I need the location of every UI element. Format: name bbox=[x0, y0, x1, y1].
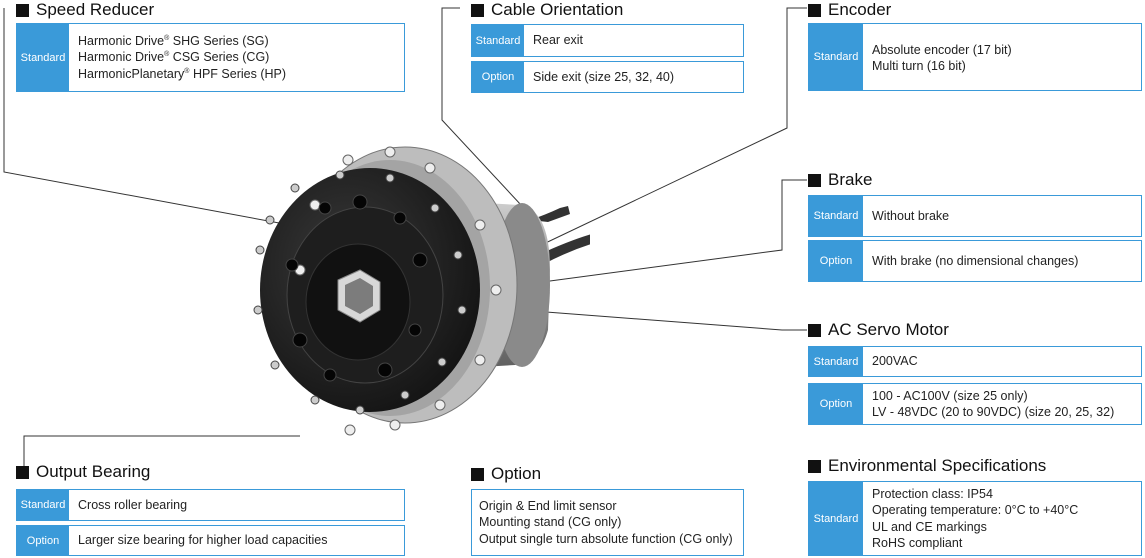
option-lines: Origin & End limit sensor Mounting stand… bbox=[472, 490, 733, 555]
ac-servo-option-line-1: 100 - AC100V (size 25 only) bbox=[872, 388, 1028, 403]
standard-tag: Standard bbox=[809, 347, 863, 376]
heading-square-icon bbox=[808, 459, 821, 473]
output-bearing-heading: Output Bearing bbox=[16, 462, 150, 482]
option-line-3: Output single turn absolute function (CG… bbox=[479, 531, 733, 546]
option-box: Origin & End limit sensor Mounting stand… bbox=[471, 489, 744, 556]
ac-servo-standard-text: 200VAC bbox=[872, 354, 918, 369]
cable-orientation-heading: Cable Orientation bbox=[471, 0, 623, 20]
brake-option-text: With brake (no dimensional changes) bbox=[872, 253, 1079, 268]
encoder-line-2: Multi turn (16 bit) bbox=[872, 59, 966, 73]
option-heading: Option bbox=[471, 464, 541, 484]
output-bearing-option-box: Option Larger size bearing for higher lo… bbox=[16, 525, 405, 556]
output-bearing-title: Output Bearing bbox=[36, 462, 151, 481]
environmental-line-4: RoHS compliant bbox=[872, 536, 963, 550]
heading-square-icon bbox=[808, 173, 821, 187]
cable-standard-box: Standard Rear exit bbox=[471, 24, 744, 57]
speed-reducer-line-3: HarmonicPlanetary® HPF Series (HP) bbox=[78, 66, 287, 81]
output-bearing-standard-text: Cross roller bearing bbox=[78, 497, 188, 512]
speed-reducer-heading: Speed Reducer bbox=[16, 0, 154, 20]
heading-square-icon bbox=[808, 323, 821, 337]
encoder-standard-box: Standard Absolute encoder (17 bit) Multi… bbox=[808, 23, 1142, 91]
brake-option-box: Option With brake (no dimensional change… bbox=[808, 240, 1142, 282]
standard-tag: Standard bbox=[472, 25, 524, 56]
speed-reducer-line-1: Harmonic Drive® SHG Series (SG) bbox=[78, 33, 269, 48]
cable-option-box: Option Side exit (size 25, 32, 40) bbox=[471, 61, 744, 93]
ac-servo-option-box: Option 100 - AC100V (size 25 only) LV - … bbox=[808, 383, 1142, 425]
encoder-lines: Absolute encoder (17 bit) Multi turn (16… bbox=[863, 24, 1012, 90]
environmental-title: Environmental Specifications bbox=[828, 456, 1047, 475]
option-tag: Option bbox=[17, 526, 69, 555]
environmental-line-2: Operating temperature: 0°C to +40°C bbox=[872, 503, 1079, 517]
actuator-illustration bbox=[253, 146, 590, 436]
ac-servo-option-lines: 100 - AC100V (size 25 only) LV - 48VDC (… bbox=[863, 384, 1114, 424]
environmental-line-1: Protection class: IP54 bbox=[872, 486, 993, 501]
encoder-title: Encoder bbox=[828, 0, 892, 19]
standard-tag: Standard bbox=[17, 490, 69, 520]
option-tag: Option bbox=[809, 384, 863, 424]
environmental-lines: Protection class: IP54 Operating tempera… bbox=[863, 482, 1078, 555]
standard-tag: Standard bbox=[17, 24, 69, 91]
brake-heading: Brake bbox=[808, 170, 872, 190]
ac-servo-option-line-2: LV - 48VDC (20 to 90VDC) (size 20, 25, 3… bbox=[872, 405, 1115, 419]
heading-square-icon bbox=[471, 467, 484, 481]
option-tag: Option bbox=[809, 241, 863, 281]
ac-servo-title: AC Servo Motor bbox=[828, 320, 949, 339]
leader-ac-servo bbox=[519, 309, 807, 331]
standard-tag: Standard bbox=[809, 24, 863, 90]
output-bearing-option-text: Larger size bearing for higher load capa… bbox=[78, 533, 328, 548]
brake-standard-box: Standard Without brake bbox=[808, 195, 1142, 237]
heading-square-icon bbox=[16, 465, 29, 479]
option-title: Option bbox=[491, 464, 542, 483]
speed-reducer-standard-box: Standard Harmonic Drive® SHG Series (SG)… bbox=[16, 23, 405, 92]
option-tag: Option bbox=[472, 62, 524, 92]
leader-speed-reducer bbox=[3, 8, 291, 226]
speed-reducer-lines: Harmonic Drive® SHG Series (SG) Harmonic… bbox=[69, 24, 286, 91]
ac-servo-standard-box: Standard 200VAC bbox=[808, 346, 1142, 377]
brake-title: Brake bbox=[828, 170, 873, 189]
option-line-2: Mounting stand (CG only) bbox=[479, 515, 622, 530]
heading-square-icon bbox=[471, 3, 484, 17]
cable-option-text: Side exit (size 25, 32, 40) bbox=[533, 69, 675, 84]
speed-reducer-line-2: Harmonic Drive® CSG Series (CG) bbox=[78, 50, 270, 65]
leader-cable-orientation bbox=[441, 7, 536, 221]
leader-encoder bbox=[534, 7, 807, 249]
environmental-heading: Environmental Specifications bbox=[808, 456, 1046, 476]
option-line-1: Origin & End limit sensor bbox=[479, 498, 617, 513]
ac-servo-heading: AC Servo Motor bbox=[808, 320, 949, 340]
heading-square-icon bbox=[808, 3, 821, 17]
encoder-heading: Encoder bbox=[808, 0, 891, 20]
leader-brake bbox=[519, 179, 807, 286]
cable-orientation-title: Cable Orientation bbox=[491, 0, 624, 19]
standard-tag: Standard bbox=[809, 196, 863, 236]
encoder-line-1: Absolute encoder (17 bit) bbox=[872, 42, 1012, 57]
heading-square-icon bbox=[16, 3, 29, 17]
output-bearing-standard-box: Standard Cross roller bearing bbox=[16, 489, 405, 521]
brake-standard-text: Without brake bbox=[872, 208, 950, 223]
standard-tag: Standard bbox=[809, 482, 863, 555]
speed-reducer-title: Speed Reducer bbox=[36, 0, 155, 19]
environmental-standard-box: Standard Protection class: IP54 Operatin… bbox=[808, 481, 1142, 556]
environmental-line-3: UL and CE markings bbox=[872, 519, 987, 534]
cable-standard-text: Rear exit bbox=[533, 33, 584, 48]
